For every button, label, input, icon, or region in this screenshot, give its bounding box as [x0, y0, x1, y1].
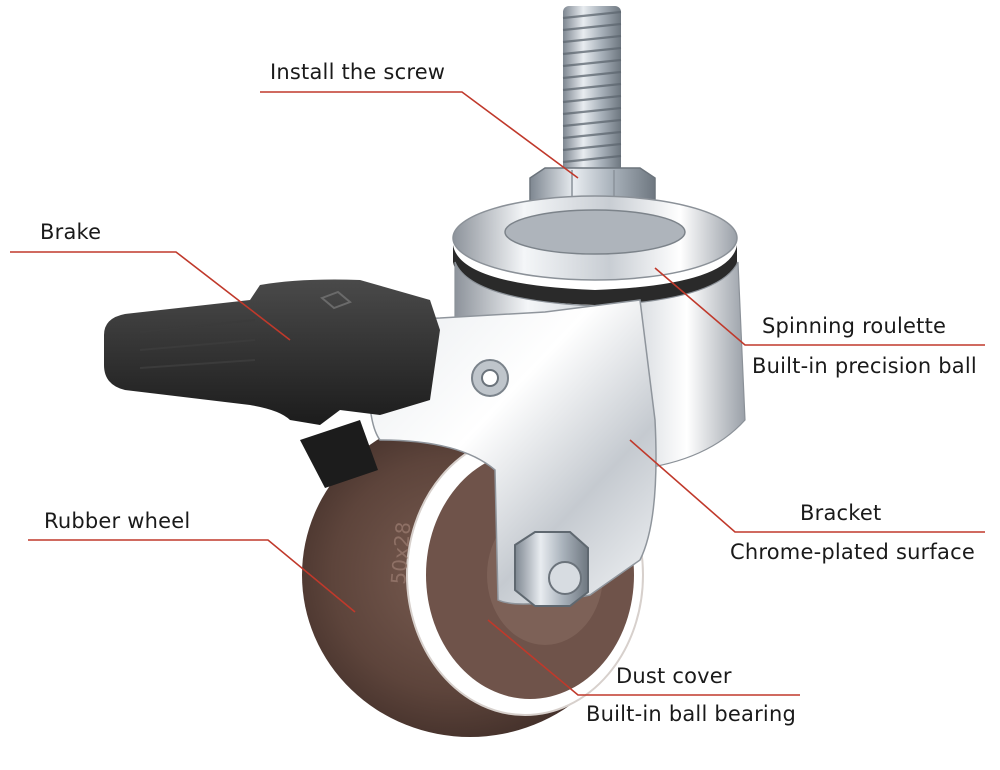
label-precision-ball: Built-in precision ball — [752, 354, 977, 378]
leader-rubber-wheel — [28, 539, 356, 613]
leader-dust-cover — [487, 619, 800, 696]
label-rubber-wheel: Rubber wheel — [44, 509, 191, 533]
leader-spinning-roulette — [654, 267, 985, 346]
brake-pedal — [104, 279, 440, 488]
label-spinning-roulette: Spinning roulette — [762, 314, 947, 338]
label-dust-cover: Dust cover — [616, 664, 732, 688]
label-brake: Brake — [40, 220, 102, 244]
threaded-screw — [562, 6, 622, 186]
axle-nut — [514, 531, 589, 607]
label-chrome-surface: Chrome-plated surface — [730, 540, 975, 564]
leader-brake — [10, 251, 291, 341]
label-ball-bearing: Built-in ball bearing — [586, 702, 796, 726]
leader-install-screw — [260, 91, 579, 179]
leader-lines — [10, 91, 985, 696]
wheel-size-marking: 50x28 — [386, 521, 415, 586]
label-bracket: Bracket — [800, 501, 882, 525]
swivel-top-plate — [452, 195, 738, 305]
label-install-screw: Install the screw — [270, 60, 446, 84]
leader-bracket — [629, 439, 985, 533]
